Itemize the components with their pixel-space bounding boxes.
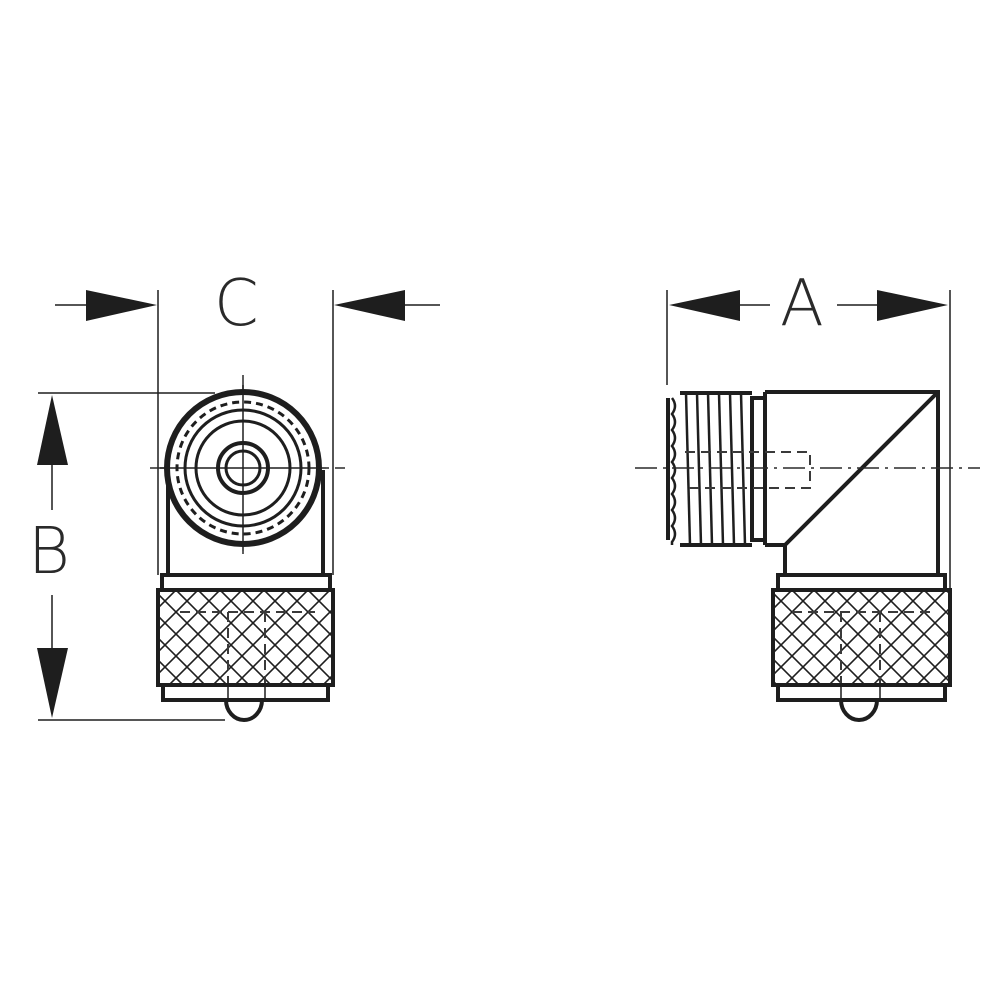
arrow-up-icon xyxy=(37,395,68,465)
dimension-c xyxy=(55,290,440,575)
knurled-coupling-nut xyxy=(771,588,952,687)
dimension-label-a: A xyxy=(780,267,824,341)
arrow-right-icon xyxy=(877,290,948,321)
upper-collar xyxy=(776,573,947,592)
arrow-right-icon xyxy=(86,290,157,321)
center-pin xyxy=(839,699,879,722)
lower-collar xyxy=(161,683,330,702)
arrow-left-icon xyxy=(334,290,405,321)
dimension-label-b: B xyxy=(28,515,70,589)
side-view xyxy=(635,290,980,722)
elbow-body xyxy=(763,390,940,575)
socket-face-circle xyxy=(160,385,326,551)
dimension-label-c: C xyxy=(214,267,259,341)
dimension-a xyxy=(666,290,951,590)
front-view xyxy=(37,290,440,722)
thread-profile xyxy=(670,397,677,545)
upper-collar xyxy=(160,573,332,592)
arrow-left-icon xyxy=(669,290,740,321)
dimension-b xyxy=(37,392,225,721)
threaded-socket xyxy=(666,391,767,547)
center-pin xyxy=(224,699,264,722)
lower-collar xyxy=(776,683,947,702)
arrow-down-icon xyxy=(37,648,68,718)
knurled-coupling-nut xyxy=(156,588,335,687)
